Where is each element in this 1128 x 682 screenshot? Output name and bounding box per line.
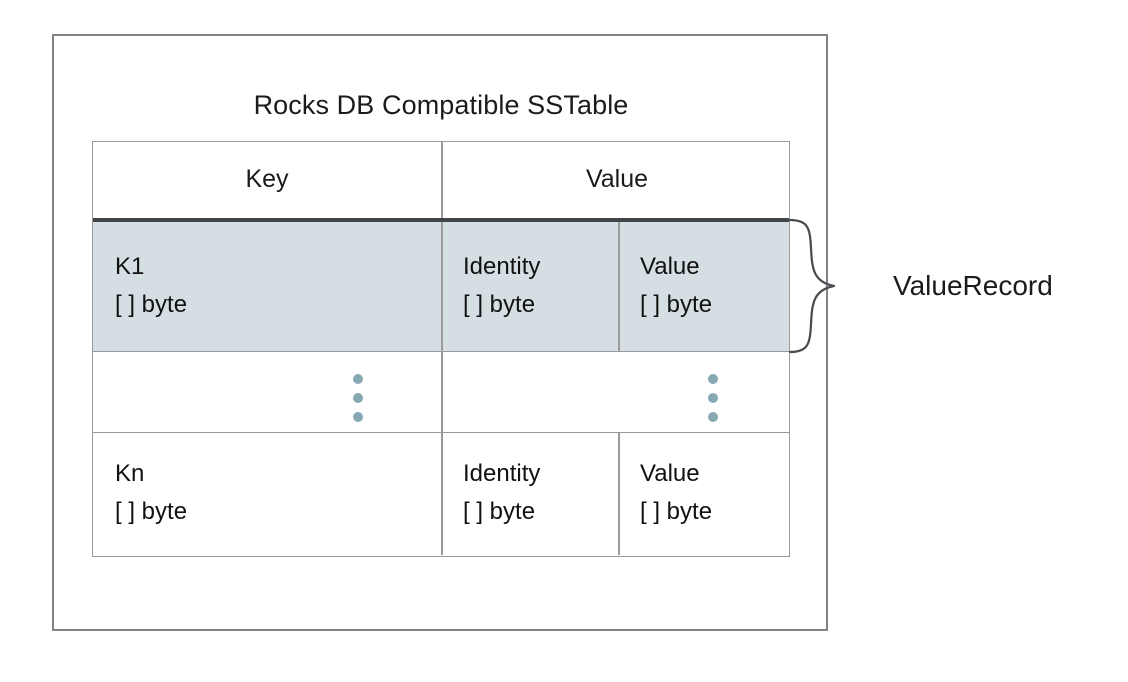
key-name: K1 [115, 253, 145, 280]
column-divider-identity-value-row1 [618, 222, 620, 351]
key-type: [ ] byte [115, 291, 188, 318]
cell-key-k1: K1 [ ] byte [115, 248, 435, 324]
cell-value-kn: Value [ ] byte [640, 455, 790, 531]
column-header-value: Value [585, 165, 649, 193]
identity-type: [ ] byte [463, 291, 536, 318]
cell-value-k1: Value [ ] byte [640, 248, 790, 324]
identity-name: Identity [463, 253, 541, 280]
annotation-label-valuerecord: ValueRecord [893, 270, 1053, 301]
vertical-ellipsis-icon-key [353, 374, 363, 422]
table-row: Kn [ ] byte Identity [ ] byte Value [ ] … [93, 432, 789, 555]
table-header-row: Key Value [93, 142, 789, 218]
value-type: [ ] byte [640, 498, 713, 525]
column-divider-key-value-ellipsis [441, 351, 443, 432]
curly-brace-right-icon [786, 212, 838, 360]
column-divider-identity-value-row3 [618, 432, 620, 555]
vertical-ellipsis-icon-value [708, 374, 718, 422]
header-separator-rule [93, 218, 789, 222]
value-type: [ ] byte [640, 291, 713, 318]
value-name: Value [640, 460, 700, 487]
identity-type: [ ] byte [463, 498, 536, 525]
cell-identity-k1: Identity [ ] byte [463, 248, 613, 324]
key-name: Kn [115, 460, 145, 487]
column-divider-key-value-row3 [441, 432, 443, 555]
value-name: Value [640, 253, 700, 280]
key-type: [ ] byte [115, 498, 188, 525]
column-header-key: Key [245, 165, 289, 193]
page-title: Rocks DB Compatible SSTable [253, 90, 629, 120]
cell-key-kn: Kn [ ] byte [115, 455, 435, 531]
identity-name: Identity [463, 460, 541, 487]
cell-identity-kn: Identity [ ] byte [463, 455, 613, 531]
column-divider-key-value-row1 [441, 222, 443, 351]
column-divider-key-value-header [441, 142, 443, 218]
sstable-table: Key Value K1 [ ] byte Identity [ ] byte … [92, 141, 790, 557]
